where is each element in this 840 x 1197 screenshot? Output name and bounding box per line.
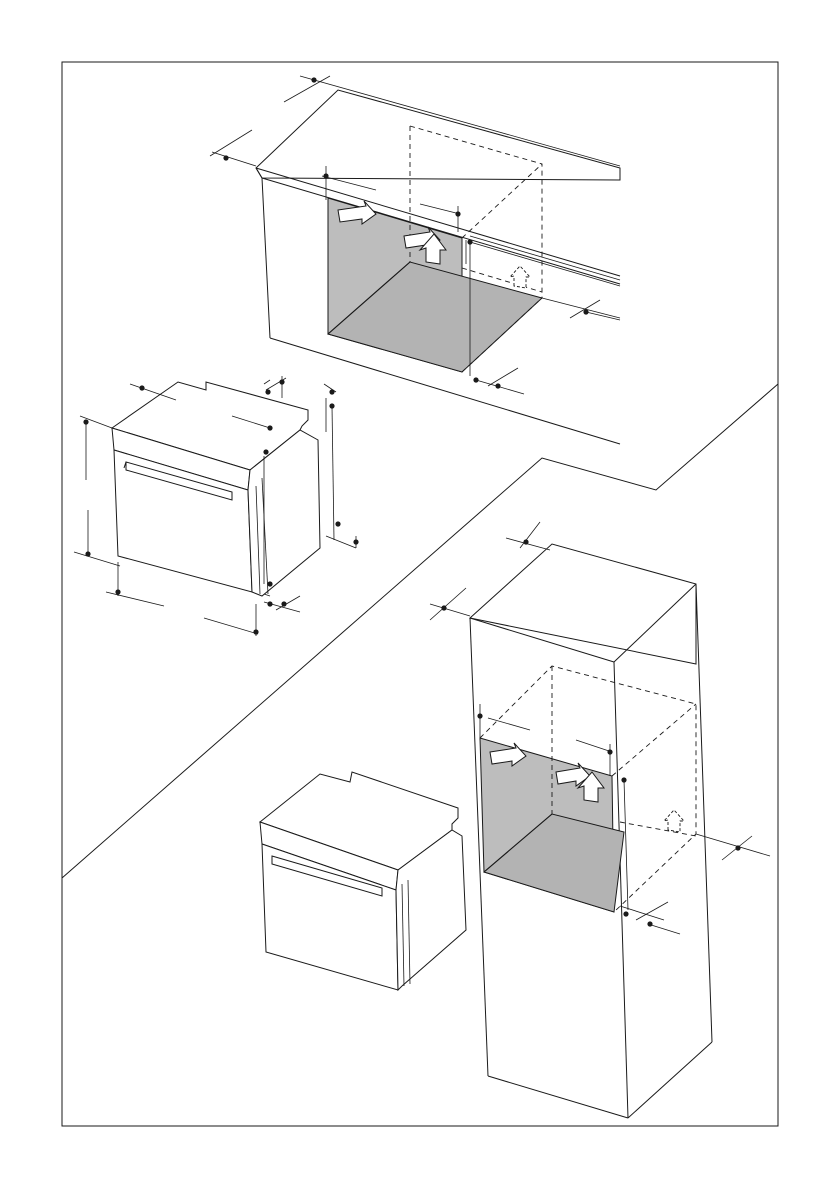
ventilation-arrow-icon (664, 810, 684, 832)
worktop-top (256, 90, 620, 180)
column-right-edge (696, 584, 712, 1042)
tall-column-niche-panel (260, 522, 770, 1118)
oven-dimensions-panel (74, 376, 359, 636)
undercounter-niche-panel (210, 76, 620, 444)
cabinet-left-edge (262, 178, 270, 338)
ventilation-arrow-icon (510, 266, 530, 288)
column-top (470, 544, 696, 664)
